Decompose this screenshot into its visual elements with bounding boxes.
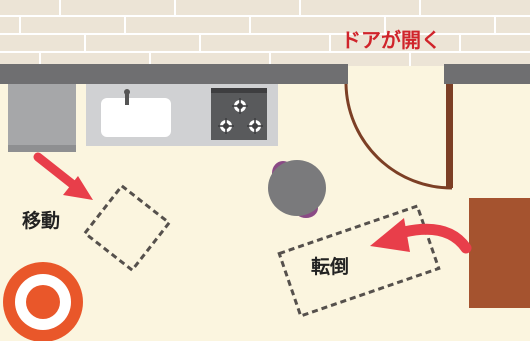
move-label: 移動: [22, 210, 61, 232]
arrow-icon: [33, 152, 93, 200]
target-icon: [3, 262, 83, 341]
door-swing: [344, 83, 453, 190]
fall-outline: [277, 204, 441, 318]
left-cabinet: [8, 84, 76, 152]
door-opens-label: ドアが開く: [341, 28, 441, 52]
sink-icon: [101, 89, 171, 137]
brick-wall: [0, 0, 530, 66]
person-topview-icon: [268, 160, 326, 218]
gas-stove-icon: [211, 88, 267, 140]
fall-label: 転倒: [311, 256, 350, 278]
fall-arrow-icon: [370, 218, 472, 254]
furniture-block: [469, 198, 530, 308]
counter-top-left: [0, 64, 348, 84]
move-destination-outline: [82, 183, 172, 273]
counter-top-right: [444, 64, 530, 84]
